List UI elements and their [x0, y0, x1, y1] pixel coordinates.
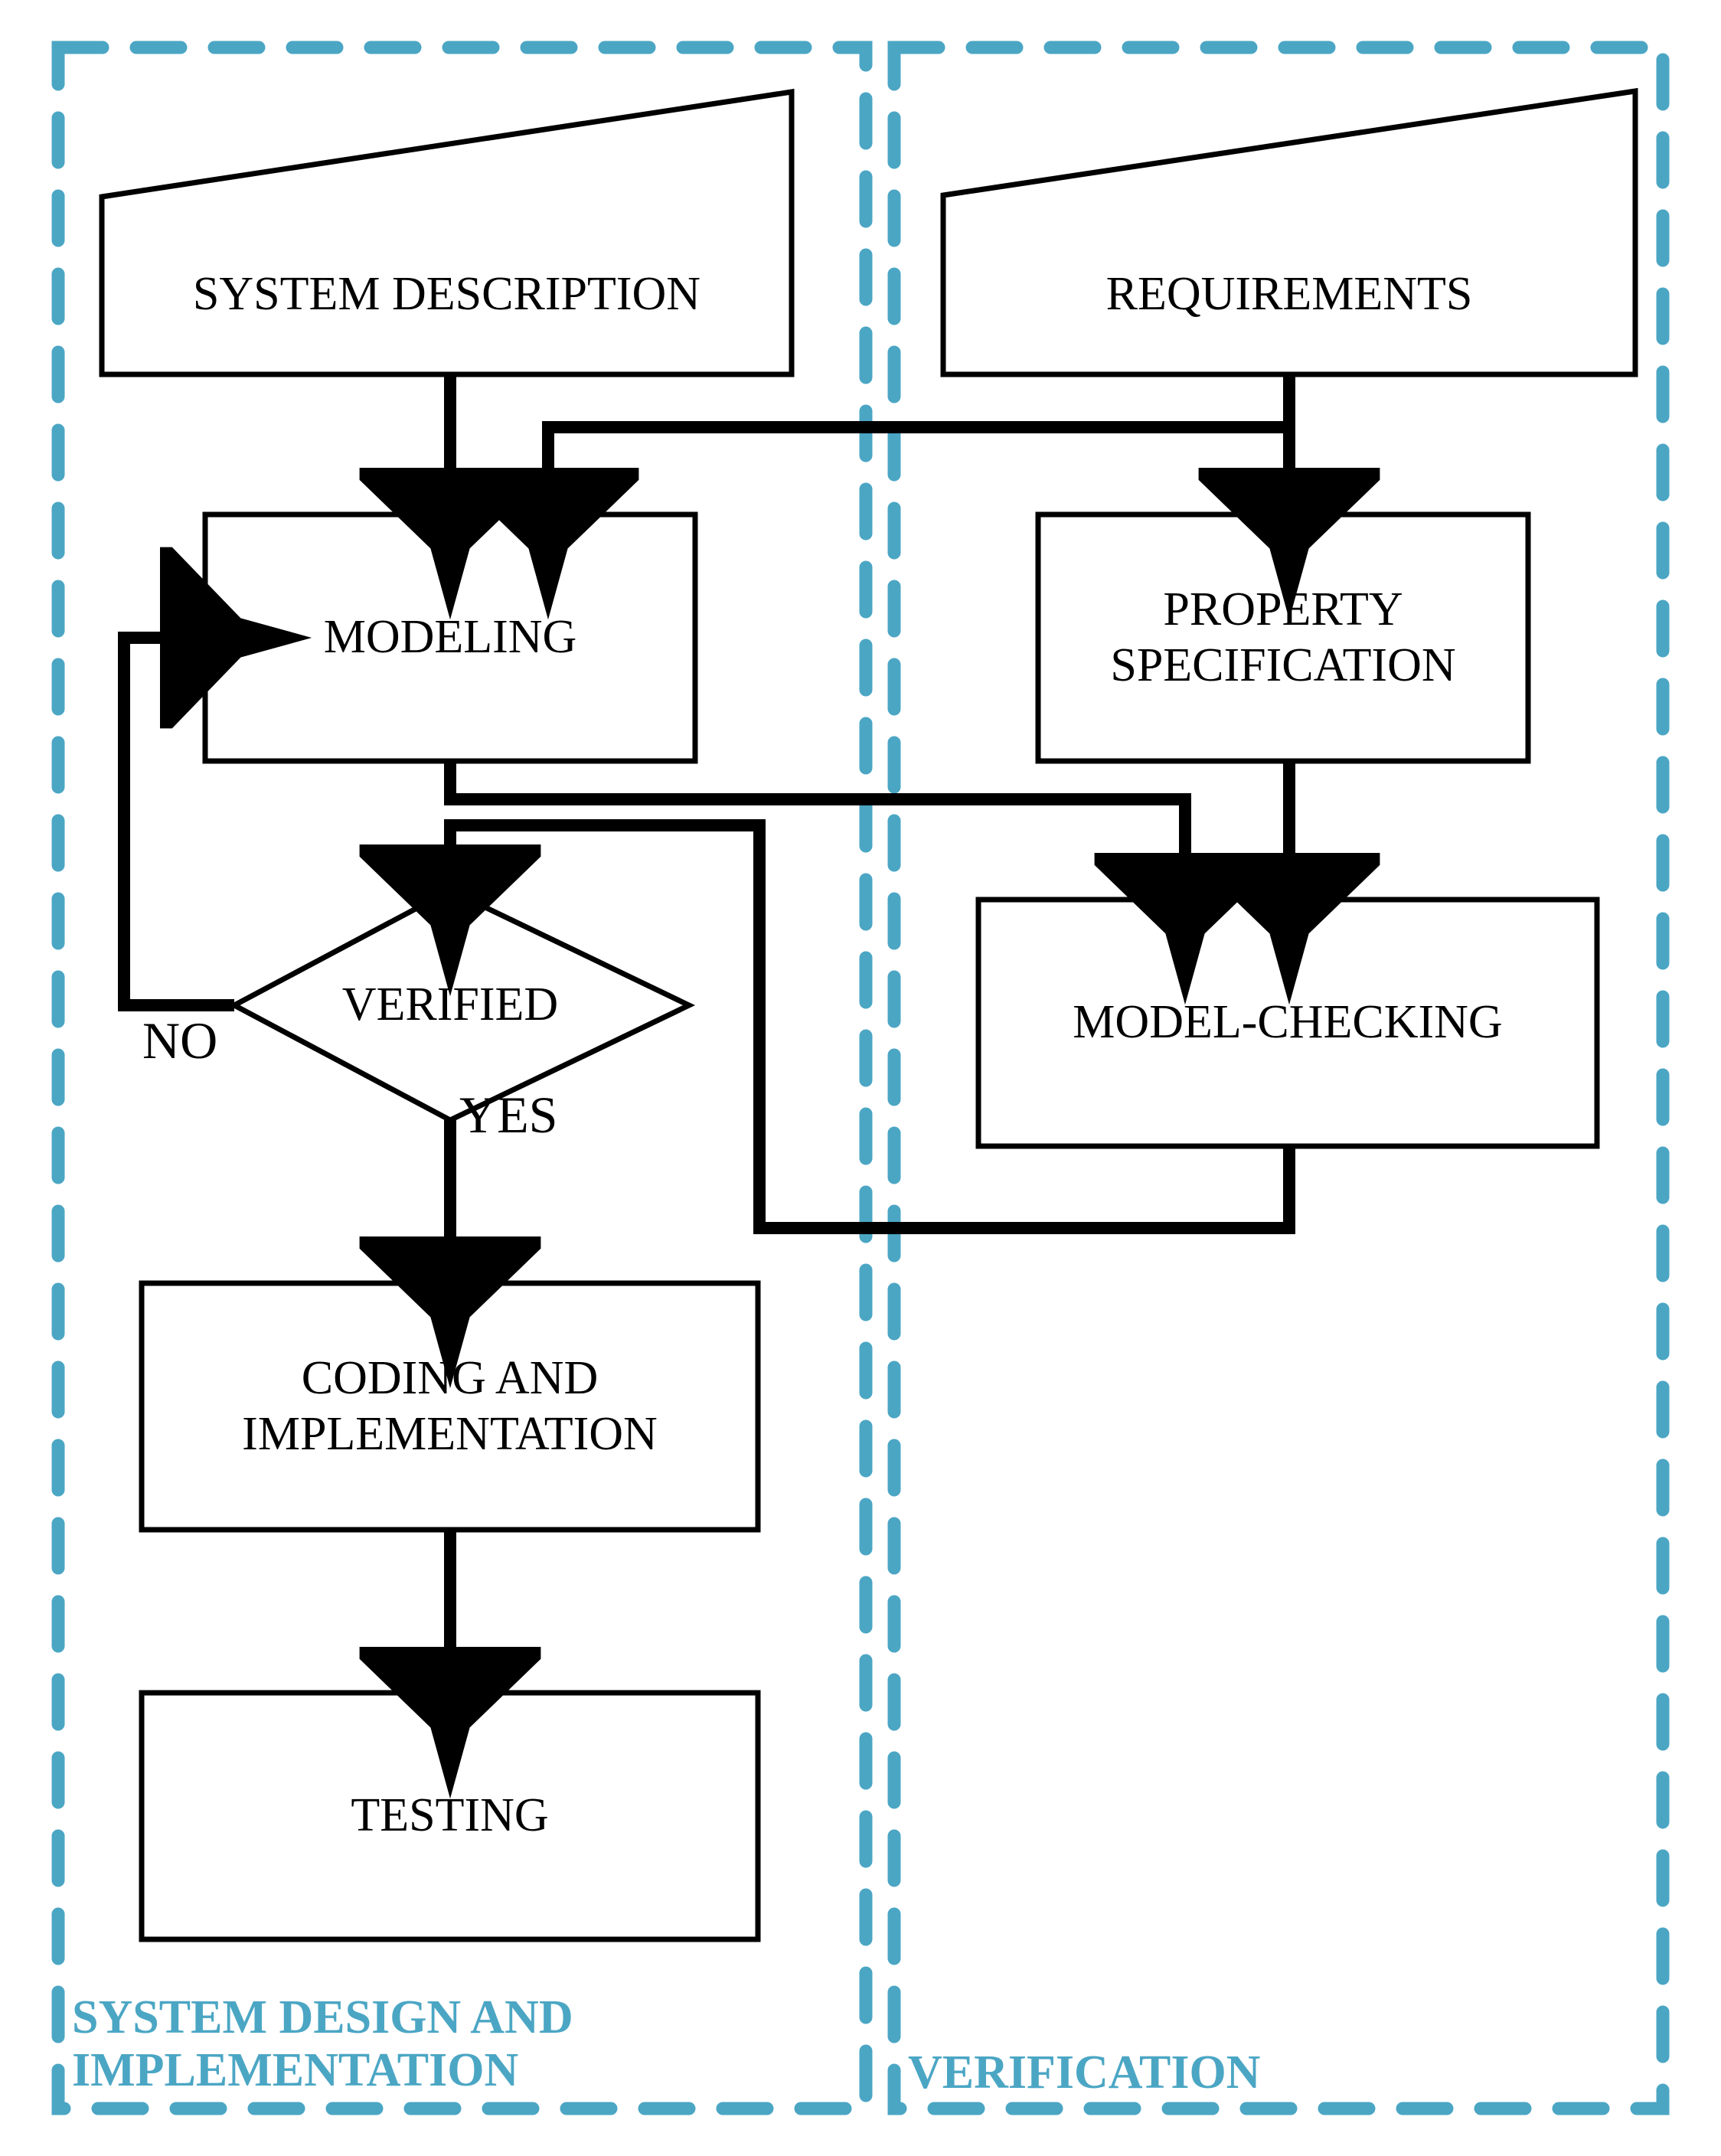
edge-label-yes: YES — [459, 1086, 558, 1144]
edge-requirements-to-modeling — [457, 374, 1295, 620]
edge-modeling-to-model-checking — [444, 761, 1276, 1005]
edge-verified-no-to-modeling — [118, 547, 312, 1011]
node-shape-property-specification — [1035, 511, 1531, 764]
group-frame-verification — [887, 41, 1670, 2115]
node-shape-model-checking — [975, 897, 1600, 1149]
group-label-verification: VERIFICATION — [908, 2047, 1261, 2099]
node-shape-modeling — [202, 511, 698, 764]
node-shape-system-description — [99, 88, 795, 377]
group-label-system-design: SYSTEM DESIGN AND IMPLEMENTATION — [72, 1991, 573, 2097]
edge-label-no: NO — [142, 1011, 218, 1070]
node-shape-testing — [139, 1690, 761, 1942]
node-shape-requirements — [940, 87, 1638, 377]
node-shape-coding — [139, 1280, 761, 1533]
group-frame-system-design — [51, 41, 873, 2115]
edge-model-checking-to-verified — [359, 819, 1295, 1234]
